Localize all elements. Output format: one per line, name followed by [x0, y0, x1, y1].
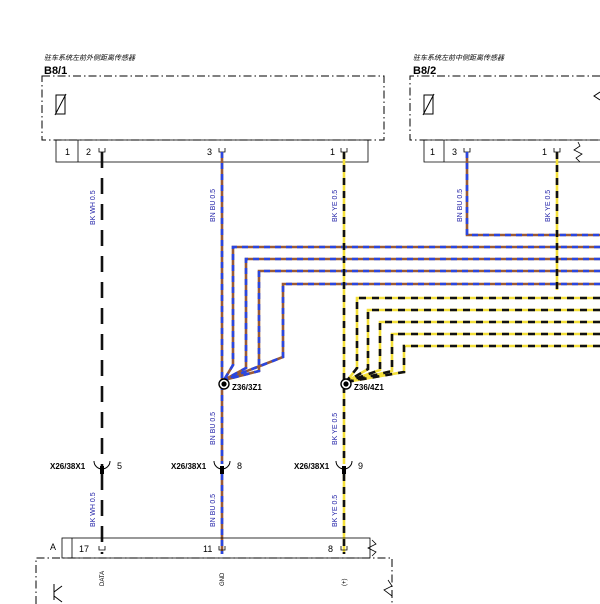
connector-pin: 5 [117, 461, 122, 471]
sensor-b8-1-pin: 1 [330, 147, 335, 157]
wire-label-bk-ye: BK YE 0.5 [332, 413, 339, 445]
shield-break-icon [573, 141, 583, 163]
sensor-b8-2-pin: 1 [430, 147, 435, 157]
connector-x26-38x1: X26/38X1 5 X26/38X1 8 X26/38X1 9 [50, 460, 363, 474]
wire-label-bn-bu: BN BU 0.5 [210, 189, 217, 222]
sensor-symbol-icon [422, 93, 435, 116]
bk-ye-bundle [344, 296, 600, 384]
sensor-b8-1-connector-strip [55, 139, 369, 163]
module-boundary [35, 557, 393, 604]
signal-label: DATA [100, 571, 106, 586]
shield-break-icon [367, 539, 377, 557]
sensor-b8-2-id: B8/2 [413, 65, 436, 77]
sensor-b8-2-connector-strip [423, 139, 600, 163]
wire-labels: BK WH 0.5 BN BU 0.5 BK YE 0.5 BN BU 0.5 … [90, 189, 552, 527]
connector-pin: 8 [237, 461, 242, 471]
module-label: A [50, 542, 56, 552]
splice-z36-3z1: Z36/3Z1 [218, 378, 262, 392]
splice-label: Z36/3Z1 [232, 383, 262, 392]
connector-label: X26/38X1 [171, 462, 207, 471]
connector-label: X26/38X1 [294, 462, 330, 471]
signal-label: GND [220, 572, 226, 586]
sensor-b8-2-pin: 3 [452, 147, 457, 157]
splice-z36-4z1: Z36/4Z1 [340, 378, 384, 392]
wire-label-bk-ye: BK YE 0.5 [332, 495, 339, 527]
wire-label-bk-ye: BK YE 0.5 [332, 190, 339, 222]
pin-terminals [98, 546, 348, 551]
module-a: A 17 11 8 DATA GND (+) [35, 537, 393, 604]
sensor-b8-1: 驻车系统左前外侧距离传感器 B8/1 1 2 3 1 [41, 54, 385, 163]
wire-bn-bu-b8-2 [465, 152, 600, 237]
sensor-b8-2-title: 驻车系统左前中侧距离传感器 [413, 54, 505, 62]
signal-label: (+) [342, 578, 348, 586]
shield-break-icon [383, 579, 393, 597]
module-pin: 11 [203, 544, 212, 554]
sensor-b8-2: 驻车系统左前中侧距离传感器 B8/2 1 3 1 [409, 54, 600, 163]
bn-bu-bundle [222, 245, 600, 382]
sensor-b8-1-pin: 3 [207, 147, 212, 157]
sensor-b8-1-pin: 1 [65, 147, 70, 157]
wire-label-bk-ye: BK YE 0.5 [545, 190, 552, 222]
wire-label-bn-bu: BN BU 0.5 [210, 412, 217, 445]
sensor-b8-1-boundary [41, 75, 385, 141]
sensor-symbol-icon [54, 93, 67, 116]
connector-pin: 9 [358, 461, 363, 471]
module-pin: 8 [328, 544, 333, 554]
module-connector-strip [61, 537, 371, 559]
wire-label-bk-wh: BK WH 0.5 [90, 492, 97, 527]
wire-label-bk-wh: BK WH 0.5 [90, 190, 97, 225]
splice-label: Z36/4Z1 [354, 383, 384, 392]
wire-label-bn-bu: BN BU 0.5 [457, 189, 464, 222]
sensor-b8-1-pin: 2 [86, 147, 91, 157]
continuation-arrow-icon [593, 91, 600, 101]
transistor-icon [53, 584, 63, 603]
module-pin: 17 [79, 544, 89, 554]
wire-label-bn-bu: BN BU 0.5 [210, 494, 217, 527]
sensor-b8-2-pin: 1 [542, 147, 547, 157]
sensor-b8-2-boundary [409, 75, 600, 141]
connector-label: X26/38X1 [50, 462, 86, 471]
sensor-b8-1-title: 驻车系统左前外侧距离传感器 [44, 54, 136, 62]
sensor-b8-1-id: B8/1 [44, 65, 67, 77]
